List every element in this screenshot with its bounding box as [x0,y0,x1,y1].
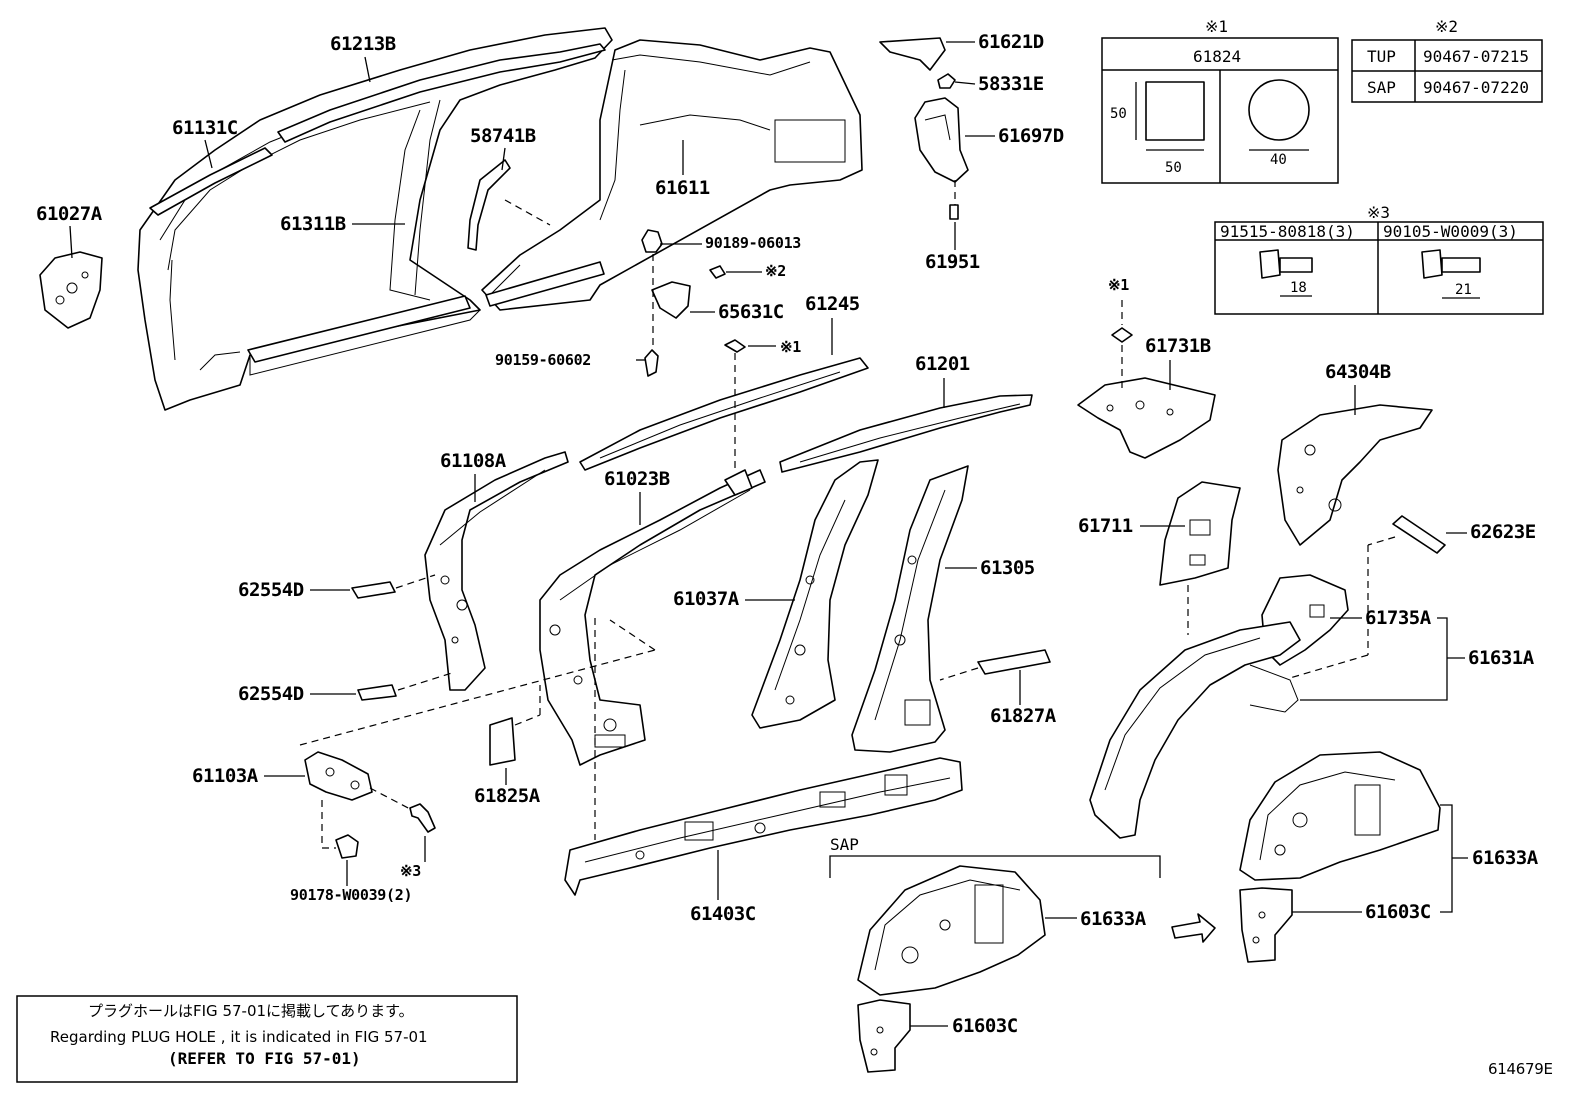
bolt-len-2: 21 [1455,282,1472,298]
pad-61827a [977,649,1051,675]
nut-90178 [335,834,359,859]
label-58331e: 58331E [978,73,1044,95]
label-61825a: 61825A [474,785,541,807]
label-61213b: 61213B [330,33,396,55]
plug-61824-symbol [1111,327,1133,343]
block-61825a [489,717,516,766]
label-61711: 61711 [1078,515,1133,537]
arrow-sap-to-tup [1171,913,1216,943]
fastener-cluster [641,229,726,377]
bolt-col-2: 90105-W0009(3) [1383,222,1518,241]
wheelhouse-outer [1089,621,1301,839]
bracket-61103a [304,751,373,801]
panel-61731b [1077,345,1216,459]
label-61103a: 61103A [192,765,259,787]
table-plug-61824: ※1 61824 50 50 40 [1101,17,1339,184]
roof-rails [579,339,1033,473]
label-61023b: 61023B [604,468,670,490]
pillar-61108a [424,451,569,691]
pad-62554d-upper [351,581,396,599]
label-61827a: 61827A [990,705,1057,727]
table-bolt-mark: ※3 [1367,203,1390,222]
wheelhouse-inner-right [1239,751,1441,881]
label-61201: 61201 [915,353,970,375]
clip-row-1-part: 90467-07215 [1423,47,1529,66]
label-61037a: 61037A [673,588,740,610]
bracket-61603c-right [1239,887,1293,963]
label-61735a: 61735A [1365,607,1432,629]
pad-62623e [1392,515,1446,554]
label-61633a-sap: 61633A [1080,908,1147,930]
label-61131c: 61131C [172,117,238,139]
bracket-61603c-sap [857,999,911,1073]
small-parts-upper [879,37,969,220]
label-61403c: 61403C [690,903,756,925]
clip-row-2-code: SAP [1367,78,1396,97]
label-61603c-right: 61603C [1365,901,1431,923]
pad-62554d-lower [357,684,397,701]
table-plug-mark: ※1 [1205,17,1228,36]
pillar-61305 [851,465,969,753]
table-plug-h: 50 [1110,106,1127,122]
note-ref: (REFER TO FIG 57-01) [168,1049,361,1068]
table-clip: ※2 TUP 90467-07215 SAP 90467-07220 [1351,17,1543,103]
label-61731b: 61731B [1145,335,1211,357]
mark-plug-1: ※1 [780,338,801,356]
label-90178-w0039: 90178-W0039(2) [290,886,412,904]
clip-row-2-part: 90467-07220 [1423,78,1529,97]
table-clip-mark: ※2 [1435,17,1458,36]
label-61245: 61245 [805,293,860,315]
label-61027a: 61027A [36,203,103,225]
label-61621d: 61621D [978,31,1044,53]
label-61697d: 61697D [998,125,1064,147]
table-plug-part: 61824 [1193,47,1241,66]
pillar-61023b [539,469,766,766]
label-61633a-right: 61633A [1472,847,1539,869]
label-90189-06013: 90189-06013 [705,234,801,252]
mark-clip-2: ※2 [765,262,786,280]
panel-61711 [1159,481,1241,635]
mark-plug-1-upper: ※1 [1108,276,1129,294]
clip-row-1-code: TUP [1367,47,1396,66]
label-61108a: 61108A [440,450,507,472]
label-90159-60602: 90159-60602 [495,351,591,369]
mark-bolt-3: ※3 [400,862,421,880]
label-58741b: 58741B [470,125,536,147]
label-61311b: 61311B [280,213,346,235]
sap-label: SAP [830,835,859,854]
bolt-len-1: 18 [1290,280,1307,296]
bracket-61027a [39,251,103,329]
note-box: プラグホールはFIG 57-01に掲載してあります。 Regarding PLU… [16,995,518,1083]
label-61951: 61951 [925,251,980,273]
label-62554d-lower: 62554D [238,683,304,705]
panel-64304b [1277,404,1433,546]
table-bolt: ※3 91515-80818(3) 90105-W0009(3) 18 21 [1214,203,1544,315]
note-en: Regarding PLUG HOLE , it is indicated in… [50,1028,428,1046]
rocker-sill-61403c [564,757,963,896]
bolt-3 [409,803,436,833]
side-panel-outer [137,27,863,411]
label-64304b: 64304B [1325,361,1391,383]
note-jp: プラグホールはFIG 57-01に掲載してあります。 [88,1002,414,1020]
pillar-61037a [751,459,879,729]
label-61611: 61611 [655,177,710,199]
label-65631c: 65631C [718,301,784,323]
figure-id: 614679E [1488,1060,1553,1078]
table-plug-d: 40 [1270,152,1287,168]
label-61305: 61305 [980,557,1035,579]
bolt-col-1: 91515-80818(3) [1220,222,1355,241]
label-61631a: 61631A [1468,647,1535,669]
label-61603c-sap: 61603C [952,1015,1018,1037]
label-62554d-upper: 62554D [238,579,304,601]
table-plug-w: 50 [1165,160,1182,176]
label-62623e: 62623E [1470,521,1536,543]
wheelhouse-inner-sap [857,865,1046,996]
